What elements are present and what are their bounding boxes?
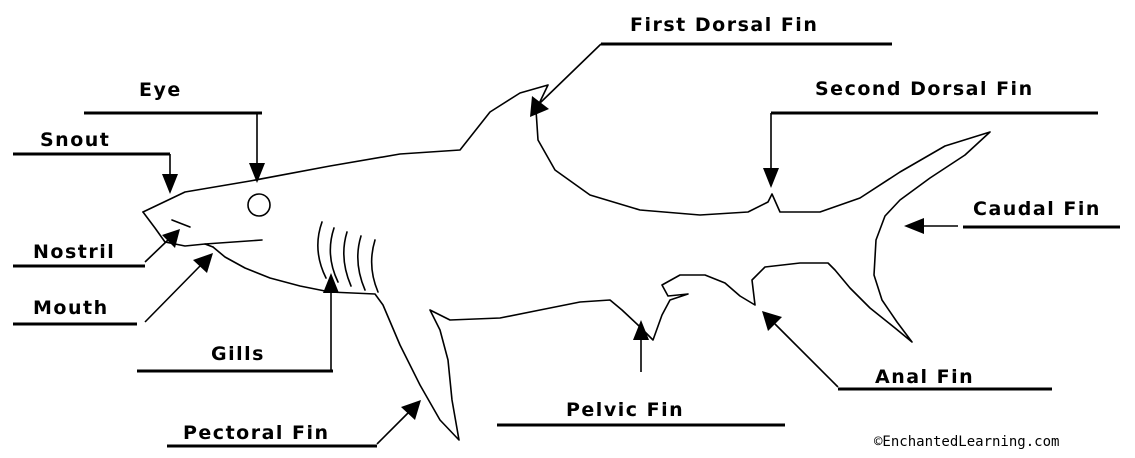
label-group-pelvic-fin: Pelvic Fin	[497, 320, 785, 425]
nostril-mark	[172, 220, 190, 227]
label-snout: Snout	[40, 129, 110, 151]
label-nostril: Nostril	[33, 241, 115, 263]
shark-illustration	[143, 85, 990, 440]
leader-line	[145, 266, 200, 322]
gill-slit	[330, 228, 338, 282]
gill-slit	[358, 236, 365, 290]
label-group-first-dorsal-fin: First Dorsal Fin	[530, 14, 892, 117]
mouth-line	[205, 240, 262, 244]
leader-line	[775, 324, 838, 387]
label-gills: Gills	[211, 343, 265, 365]
leader-line	[145, 240, 168, 262]
gill-slit	[372, 240, 378, 292]
gill-slit	[344, 232, 351, 286]
label-group-nostril: Nostril	[13, 229, 180, 266]
leader-line	[540, 44, 601, 103]
gill-slits	[318, 222, 378, 292]
eye-circle	[248, 194, 270, 216]
label-anal-fin: Anal Fin	[875, 366, 974, 388]
label-mouth: Mouth	[33, 297, 109, 319]
arrowhead-icon	[530, 96, 549, 117]
leader-line	[377, 413, 408, 444]
label-caudal-fin: Caudal Fin	[973, 198, 1101, 220]
copyright-credit: ©EnchantedLearning.com	[874, 434, 1059, 450]
label-eye: Eye	[139, 79, 182, 101]
label-group-mouth: Mouth	[13, 253, 213, 324]
snout-underside-outline	[143, 212, 213, 247]
gill-slit	[318, 222, 326, 278]
arrowhead-icon	[904, 218, 924, 234]
shark-back-outline	[143, 85, 990, 440]
label-group-caudal-fin: Caudal Fin	[904, 198, 1120, 234]
label-first-dorsal-fin: First Dorsal Fin	[630, 14, 818, 36]
label-group-eye: Eye	[84, 79, 265, 183]
label-group-anal-fin: Anal Fin	[762, 311, 1052, 389]
arrowhead-icon	[162, 174, 178, 194]
label-second-dorsal-fin: Second Dorsal Fin	[815, 78, 1034, 100]
label-group-second-dorsal-fin: Second Dorsal Fin	[763, 78, 1098, 188]
label-pectoral-fin: Pectoral Fin	[183, 422, 330, 444]
label-pelvic-fin: Pelvic Fin	[566, 399, 684, 421]
label-group-snout: Snout	[13, 129, 178, 194]
arrowhead-icon	[763, 168, 779, 188]
label-group-pectoral-fin: Pectoral Fin	[167, 400, 421, 446]
